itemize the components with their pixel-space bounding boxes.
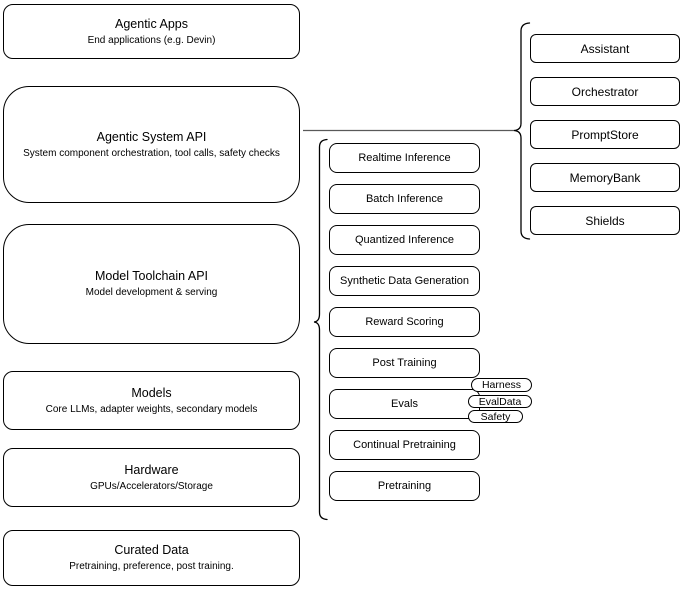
node-post-training: Post Training <box>329 348 480 378</box>
tag-evaldata: EvalData <box>468 395 532 408</box>
node-evals: Evals <box>329 389 480 419</box>
node-title: Agentic System API <box>96 129 207 144</box>
node-title: Model Toolchain API <box>94 269 209 283</box>
node-curated-data: Curated Data Pretraining, preference, po… <box>3 530 300 586</box>
node-models: Models Core LLMs, adapter weights, secon… <box>3 371 300 430</box>
tag-harness: Harness <box>471 378 532 392</box>
node-hardware: Hardware GPUs/Accelerators/Storage <box>3 448 300 507</box>
node-model-toolchain-api: Model Toolchain API Model development & … <box>3 224 300 344</box>
node-subtitle: System component orchestration, tool cal… <box>23 147 280 159</box>
tag-safety: Safety <box>468 410 523 423</box>
node-pretraining: Pretraining <box>329 471 480 501</box>
node-synthetic-data-generation: Synthetic Data Generation <box>329 266 480 296</box>
node-title: Models <box>131 385 172 400</box>
node-agentic-system-api: Agentic System API System component orch… <box>3 86 300 203</box>
node-continual-pretraining: Continual Pretraining <box>329 430 480 460</box>
toolchain-group-brace <box>313 138 328 521</box>
node-reward-scoring: Reward Scoring <box>329 307 480 337</box>
node-subtitle: GPUs/Accelerators/Storage <box>90 480 213 492</box>
components-group-brace <box>513 22 531 240</box>
node-batch-inference: Batch Inference <box>329 184 480 214</box>
node-subtitle: End applications (e.g. Devin) <box>87 34 216 46</box>
node-realtime-inference: Realtime Inference <box>329 143 480 173</box>
node-shields: Shields <box>530 206 680 235</box>
node-subtitle: Pretraining, preference, post training. <box>69 561 234 572</box>
node-title: Hardware <box>124 462 179 477</box>
node-subtitle: Model development & serving <box>85 287 218 298</box>
node-memorybank: MemoryBank <box>530 163 680 192</box>
node-agentic-apps: Agentic Apps End applications (e.g. Devi… <box>3 4 300 59</box>
node-quantized-inference: Quantized Inference <box>329 225 480 255</box>
node-promptstore: PromptStore <box>530 120 680 149</box>
node-title: Agentic Apps <box>115 16 188 31</box>
node-assistant: Assistant <box>530 34 680 63</box>
node-subtitle: Core LLMs, adapter weights, secondary mo… <box>45 403 258 415</box>
node-title: Curated Data <box>114 543 189 557</box>
node-orchestrator: Orchestrator <box>530 77 680 106</box>
